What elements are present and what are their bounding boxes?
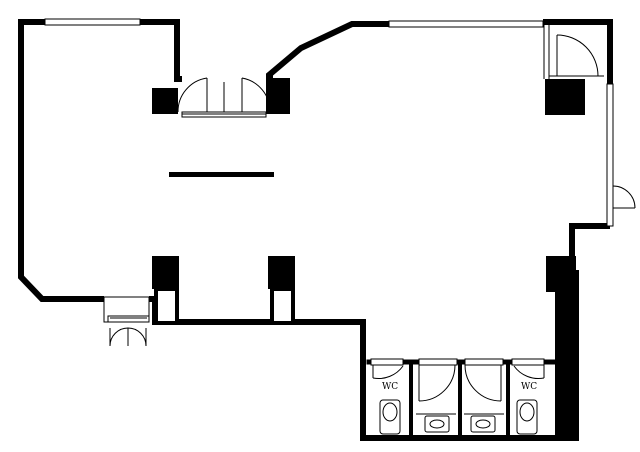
washroom-stall-3[interactable] [464, 364, 504, 433]
window-east [606, 83, 614, 227]
washroom-stall-2[interactable] [416, 364, 456, 433]
column [546, 256, 576, 292]
exterior-walls [18, 19, 613, 441]
east-door[interactable] [612, 185, 636, 209]
column-bases [154, 287, 295, 325]
column [555, 292, 576, 438]
column [152, 256, 179, 289]
west-wall [18, 19, 104, 302]
wc-stall-right[interactable] [513, 365, 545, 435]
window-north-left [44, 18, 141, 26]
wc-label-right: WC [521, 382, 537, 392]
column-base [270, 287, 295, 325]
east-step [569, 223, 610, 270]
northeast-door[interactable] [543, 22, 604, 79]
restroom-block [366, 358, 556, 438]
columns [152, 78, 585, 438]
entrance-double-door[interactable] [177, 77, 271, 118]
diagonal-wall [266, 21, 389, 80]
wc-label-left: WC [382, 382, 398, 392]
column [268, 256, 295, 289]
windows [44, 18, 614, 227]
column [152, 88, 178, 114]
entrance-recess [174, 22, 182, 82]
column [545, 79, 585, 115]
column-base [154, 287, 179, 325]
wc-stall-left[interactable] [372, 365, 404, 435]
window-north-right [388, 20, 544, 28]
southwest-door[interactable] [103, 296, 150, 347]
interior-partition [169, 172, 274, 177]
south-wall-main [178, 319, 366, 441]
